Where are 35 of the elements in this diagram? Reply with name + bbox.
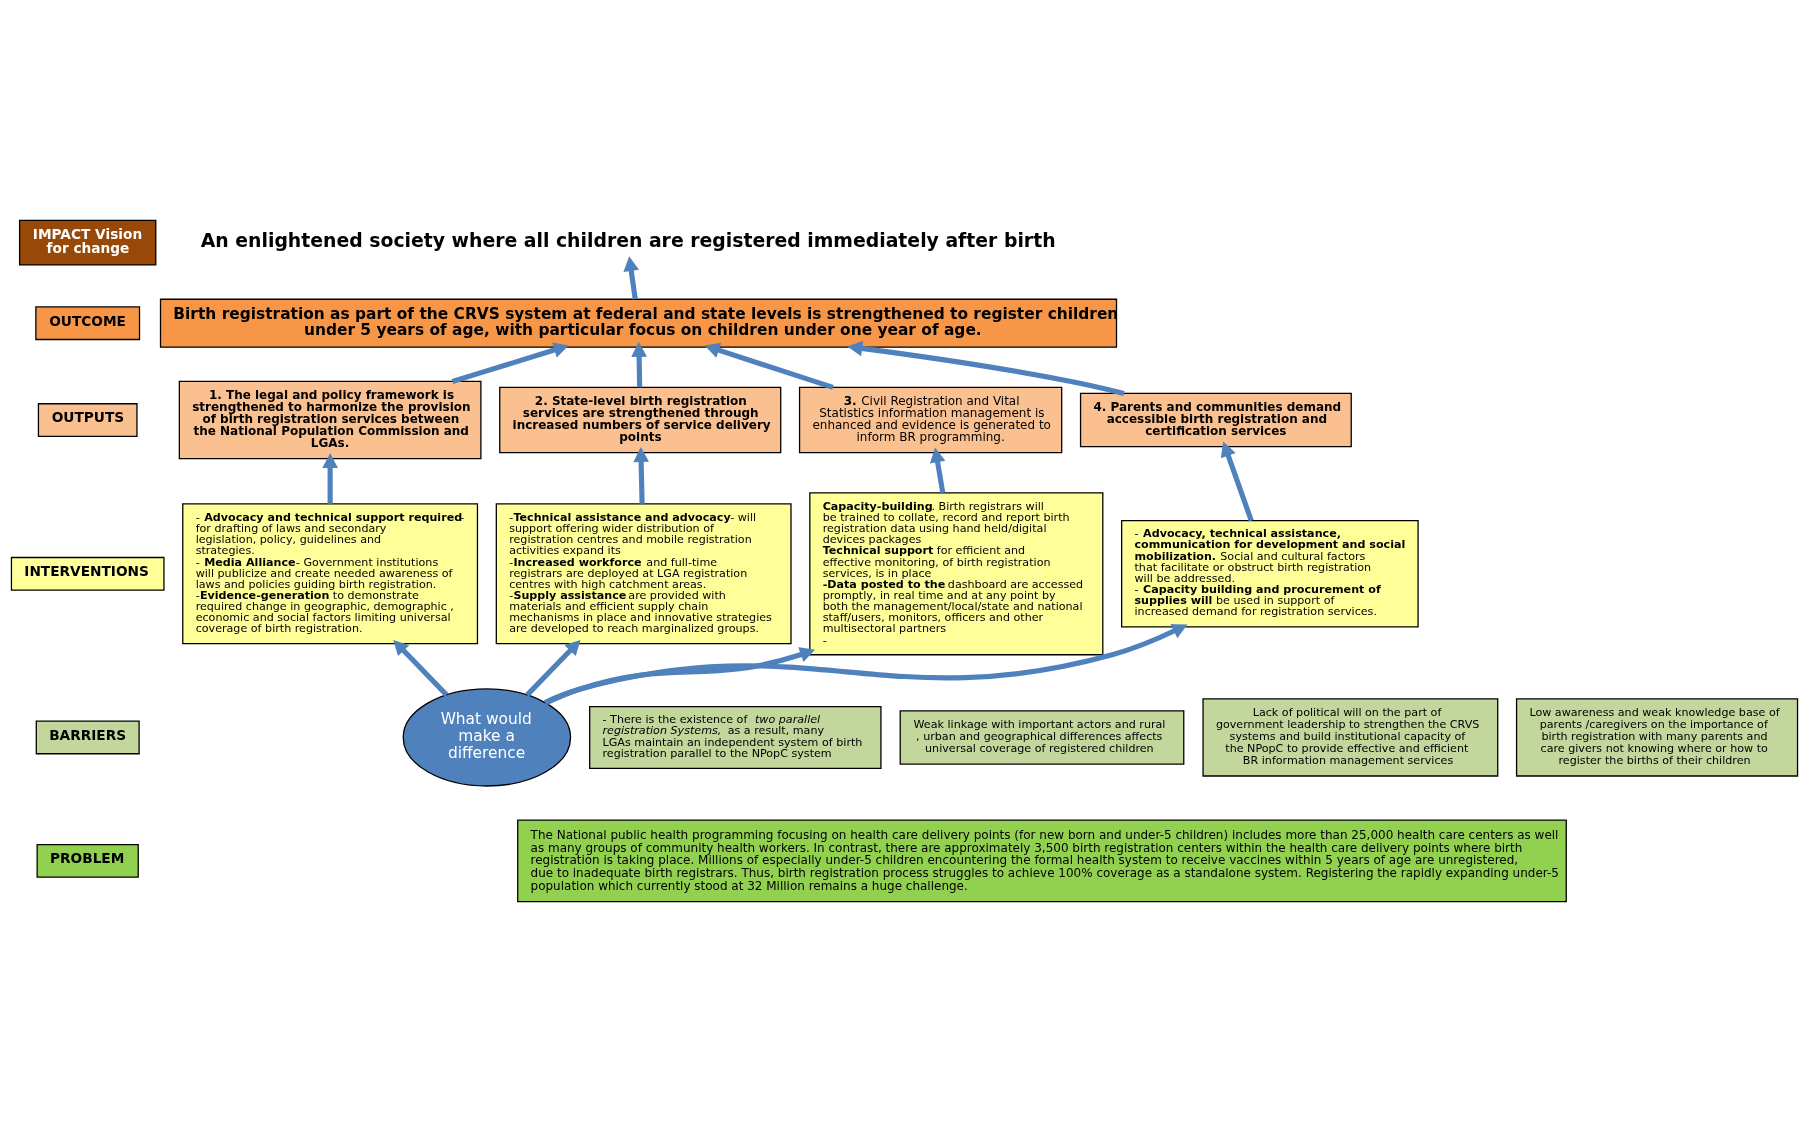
arrow xyxy=(393,639,449,697)
node-box: INTERVENTIONS xyxy=(10,556,165,591)
arrow xyxy=(631,341,647,387)
node-box: OUTCOME xyxy=(35,305,141,340)
node-box: PROBLEM xyxy=(36,843,139,878)
node-box: Weak linkage with important actors and rural , urban and geographical differences affects universal coverage of registered children xyxy=(899,709,1185,765)
node-box: 2. State-level birth registration services are strengthened through increased numbers of service delivery points xyxy=(499,386,782,453)
node-box: 1. The legal and policy framework is strengthened to harmonize the provision of birth registration services between the National Population Commission and LGAs. xyxy=(178,380,482,459)
arrow xyxy=(451,342,569,384)
node-box: -Technical assistance and advocacy- will support offering wider distribution of registration centres and mobile registration activities expand its -Increased workforce and full-time registrars are deployed at LGA registration centres with high catchment areas. -Supply assistance are provided with materials and efficient supply chain mechanisms in place and innovative strategies are developed to reach marginalized groups. xyxy=(495,502,792,644)
node-box: Capacity-building. Birth registrars will be trained to collate, record and report birth registration data using hand held/digital devices packages Technical support for efficient and effective monitoring, of birth registration services, is in place -Data posted to the dashboard are accessed promptly, in real time and at any point by both the management/local/state and national staff/users, monitors, officers and other multisectoral partners - xyxy=(809,491,1104,655)
node-text: An enlightened society where all children are registered immediately after birth xyxy=(200,229,1056,251)
arrow xyxy=(704,342,834,390)
arrow xyxy=(623,255,639,299)
arrow xyxy=(929,446,946,493)
node-box: OUTPUTS xyxy=(37,402,138,437)
arrow xyxy=(633,446,649,504)
node-box: The National public health programming focusing on health care delivery points (for new born and under-5 children) includes more than 25,000 health care centers as well as many groups of community health workers. In contrast, there are approximately 3,500 birth registration centers within the health care delivery points where birth registration is taking place. Millions of especially under-5 children encountering the formal health system to receive vaccines within 5 years of age are unregistered, due to inadequate birth registrars. Thus, birth registration process struggles to achieve 100% coverage as a standalone system. Registering the rapidly expanding under-5 population which currently stood at 32 Million remains a huge challenge. xyxy=(517,819,1567,902)
node-box: IMPACT Vision for change xyxy=(18,219,157,266)
arrow xyxy=(847,340,1125,396)
node-box: 4. Parents and communities demand accessible birth registration and certification services xyxy=(1079,392,1352,447)
node-box: - Advocacy and technical support required- for drafting of laws and secondary legislation, policy, guidelines and strategies. - Media Alliance- Government institutions will publicize and create needed awareness of laws and policies guiding birth registration. -Evidence-generation to demonstrate required change in geographic, demographic , economic and social factors limiting universal coverage of birth registration. xyxy=(182,502,479,644)
arrow xyxy=(1220,441,1254,521)
node-box: - Advocacy, technical assistance, communication for development and social mobilization. Social and cultural factors that facilitate or obstruct birth registration will be addressed. - Capacity building and procurement of supplies will be used in support of increased demand for registration services. xyxy=(1121,519,1419,628)
node-box: Birth registration as part of the CRVS system at federal and state levels is strengthened to register children under 5 years of age, with particular focus on children under one year of age. xyxy=(159,298,1118,348)
node-box: Lack of political will on the part of government leadership to strengthen the CRVS systems and build institutional capacity of the NPopC to provide effective and efficient BR information management services xyxy=(1202,697,1499,777)
arrow xyxy=(544,646,815,705)
node-box: - There is the existence of two parallel registration Systems, as a result, many LGAs maintain an independent system of birth registration parallel to the NPopC system xyxy=(589,705,882,769)
node-ellipse: What would make a difference xyxy=(402,687,572,787)
arrow xyxy=(322,452,338,504)
node-box: Low awareness and weak knowledge base of parents /caregivers on the importance of birth registration with many parents and care givers not knowing where or how to register the births of their children xyxy=(1515,697,1799,777)
node-box: BARRIERS xyxy=(35,720,140,754)
arrow xyxy=(543,623,1188,705)
node-box: 3. Civil Registration and Vital Statistics information management is enhanced and evidence is generated to inform BR programming. xyxy=(798,386,1063,453)
arrow xyxy=(525,639,581,697)
